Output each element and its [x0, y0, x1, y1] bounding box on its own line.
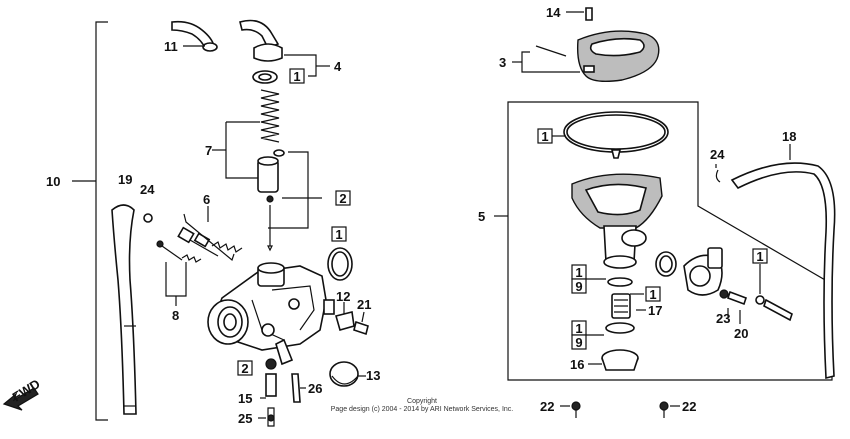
part-valve-assembly	[683, 247, 793, 324]
part-16-plug	[588, 349, 639, 371]
label-10: 10	[46, 174, 60, 189]
label-18: 18	[782, 129, 796, 144]
callout-box: 1	[537, 128, 553, 144]
part-3-housing	[512, 30, 660, 83]
callout-1: 1	[575, 321, 582, 336]
callout-box: 1	[645, 286, 661, 302]
callout-9: 9	[575, 335, 582, 350]
carburetor-body	[207, 262, 335, 366]
label-21: 21	[357, 297, 371, 312]
label-11: 11	[164, 39, 178, 54]
callout-box: 1	[289, 68, 305, 84]
part-13-cap	[329, 361, 366, 387]
label-26: 26	[308, 381, 322, 396]
label-8: 8	[172, 308, 179, 323]
label-3: 3	[499, 55, 506, 70]
label-23: 23	[716, 311, 730, 326]
part-6-adjust-screws	[177, 206, 243, 262]
callout-1: 1	[575, 265, 582, 280]
label-12: 12	[336, 289, 350, 304]
callout-box: 1	[331, 226, 347, 242]
label-15: 15	[238, 391, 252, 406]
label-24: 24	[140, 182, 155, 197]
copyright-line2: Page design (c) 2004 - 2014 by ARI Netwo…	[331, 406, 514, 413]
part-18-hose	[715, 144, 836, 380]
callout-box: 2	[237, 360, 253, 376]
callout-box-stack: 1 9	[571, 264, 606, 294]
label-24b: 24	[710, 147, 725, 162]
callout-1: 1	[293, 69, 300, 84]
fwd-arrow	[2, 387, 39, 411]
part-7-slide-assembly	[212, 89, 322, 252]
copyright-line1: Copyright	[407, 398, 437, 405]
part-22-screws	[560, 401, 680, 418]
label-14: 14	[546, 5, 561, 20]
part-19-hose	[111, 204, 153, 415]
callout-2: 2	[339, 191, 346, 206]
label-19: 19	[118, 172, 132, 187]
assembly-bracket-10	[72, 21, 108, 421]
part-4-top-cap	[239, 19, 330, 84]
callout-2: 2	[241, 361, 248, 376]
callout-1: 1	[756, 249, 763, 264]
label-7: 7	[205, 143, 212, 158]
label-4: 4	[334, 59, 342, 74]
part-gasket-ring	[552, 111, 669, 159]
part-11-elbow	[171, 20, 218, 52]
callout-1: 1	[335, 227, 342, 242]
callout-box-stack: 1 9	[571, 320, 604, 350]
label-16: 16	[570, 357, 584, 372]
label-20: 20	[734, 326, 748, 341]
part-12-21-fittings	[335, 302, 369, 336]
callout-box: 1	[752, 248, 768, 264]
label-17: 17	[648, 303, 662, 318]
part-8-screws	[156, 240, 202, 306]
part-17-holder	[605, 277, 646, 334]
callout-1: 1	[541, 129, 548, 144]
label-5: 5	[478, 209, 485, 224]
part-oring-left	[327, 247, 353, 281]
part-14-screw	[566, 7, 593, 21]
callout-box: 2	[335, 190, 351, 206]
callout-9: 9	[575, 279, 582, 294]
label-6: 6	[203, 192, 210, 207]
label-22a: 22	[540, 399, 554, 414]
part-float-chamber	[571, 173, 677, 277]
part-15-25-26-jets	[258, 358, 306, 427]
label-13: 13	[366, 368, 380, 383]
label-25: 25	[238, 411, 252, 426]
callout-1: 1	[649, 287, 656, 302]
label-22b: 22	[682, 399, 696, 414]
